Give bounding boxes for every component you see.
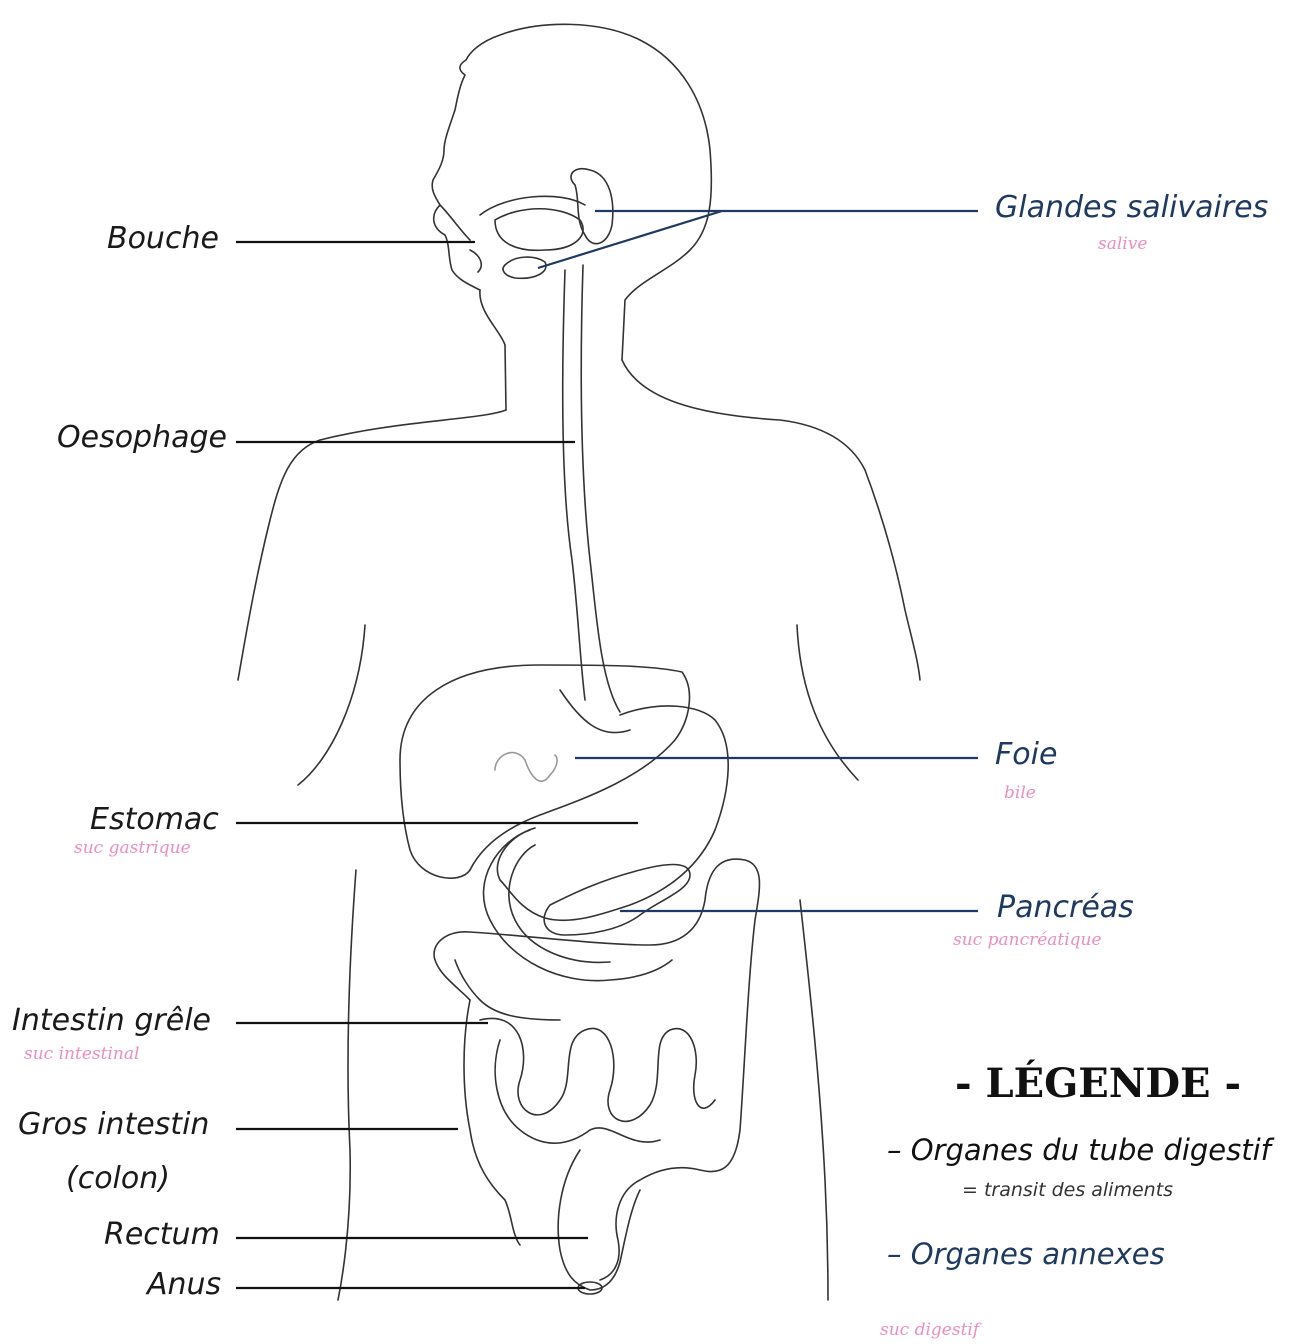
label-intestin-grele: Intestin grêle (12, 1006, 211, 1036)
small-intestine-2 (495, 1040, 660, 1143)
pancreas (544, 865, 690, 935)
label-gros-intestin: Gros intestin (18, 1110, 209, 1140)
legend-tube-sub: = transit des aliments (962, 1181, 1173, 1200)
legend-annexes: – Organes annexes (887, 1240, 1165, 1269)
label-colon: (colon) (66, 1164, 170, 1194)
duodenum (484, 830, 672, 981)
juice-foie: bile (1004, 785, 1036, 802)
label-bouche: Bouche (107, 224, 219, 254)
colon (434, 859, 759, 1280)
torso-left (238, 410, 506, 680)
juice-glandes: salive (1098, 236, 1147, 253)
legend-title: - LÉGENDE - (955, 1064, 1241, 1104)
parotid-gland (571, 169, 613, 244)
legend-tube: – Organes du tube digestif (887, 1136, 1271, 1165)
side-left (338, 870, 356, 1300)
duodenum-inner (509, 845, 610, 962)
juice-pancreas: suc pancréatique (953, 932, 1102, 949)
torso-right (622, 360, 920, 680)
jaw-outline (434, 205, 480, 290)
annex-leaders (538, 211, 978, 911)
legend-suc: suc digestif (880, 1322, 979, 1339)
label-estomac: Estomac (90, 805, 219, 835)
label-anus: Anus (147, 1270, 221, 1300)
liver (400, 665, 689, 878)
label-pancreas: Pancréas (997, 893, 1134, 923)
side-right (800, 900, 828, 1300)
leader-glandes-2 (538, 211, 722, 268)
small-intestine (480, 1018, 715, 1121)
arm-right (797, 625, 858, 780)
lip-lower (470, 250, 481, 272)
head-outline (432, 24, 711, 410)
gallbladder (495, 753, 557, 782)
palate (480, 196, 585, 215)
juice-intestin-grele: suc intestinal (24, 1046, 139, 1063)
stomach (497, 706, 728, 920)
label-foie: Foie (995, 740, 1057, 770)
rectum (558, 1150, 640, 1290)
oesophagus-right (581, 265, 620, 712)
juice-estomac: suc gastrique (74, 840, 191, 857)
organ-leaders (236, 242, 638, 1288)
arm-left (298, 625, 365, 785)
label-glandes-salivaires: Glandes salivaires (995, 193, 1268, 223)
tongue (495, 209, 583, 251)
label-oesophage: Oesophage (57, 423, 227, 453)
label-rectum: Rectum (104, 1220, 220, 1250)
